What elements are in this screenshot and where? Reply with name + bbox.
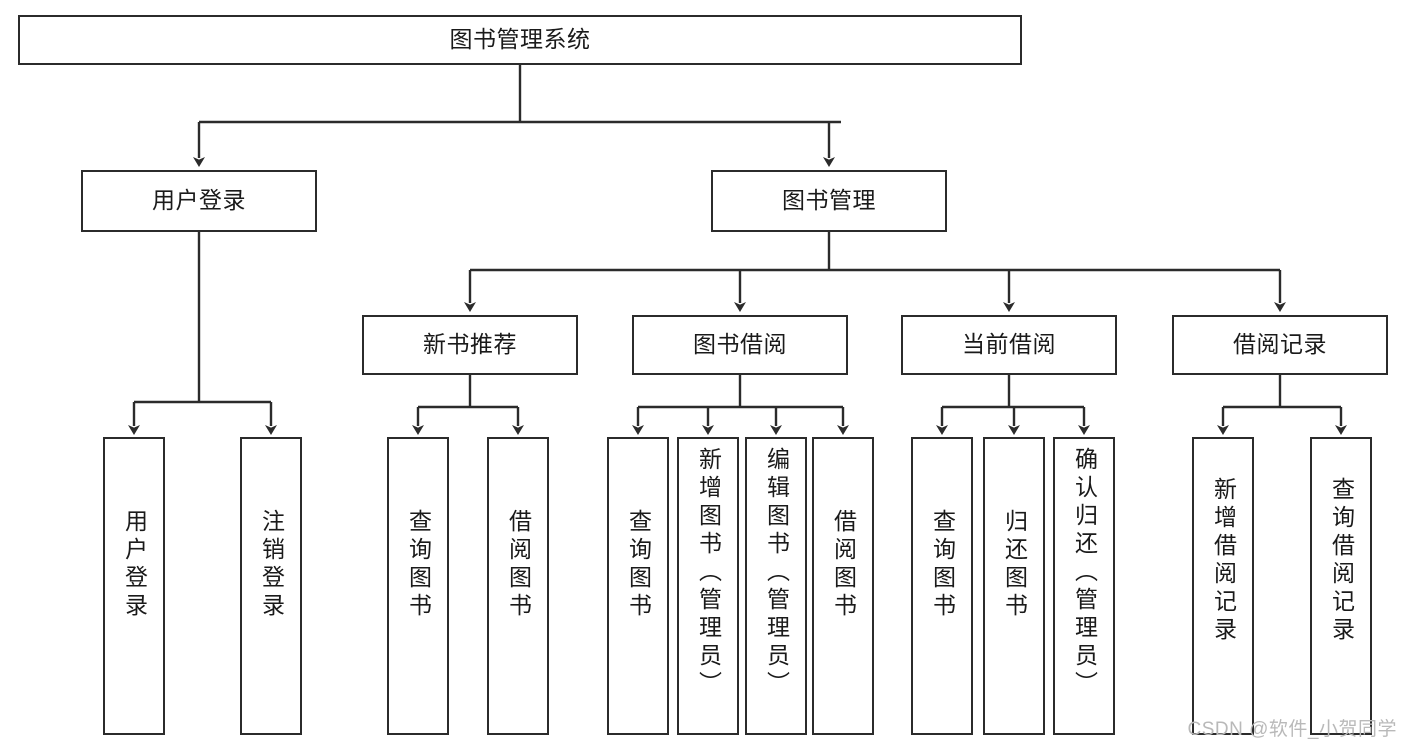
leaf-query-record[interactable]: 查询借阅记录 [1310, 437, 1372, 735]
leaf-user-login-label: 用户登录 [121, 509, 148, 621]
edge-recommend-to-leaves [412, 375, 524, 435]
node-user-login[interactable]: 用户登录 [81, 170, 317, 232]
edge-userlogin-to-leaves [128, 232, 277, 435]
leaf-add-book[interactable]: 新增图书（管理员） [677, 437, 739, 735]
leaf-logout[interactable]: 注销登录 [240, 437, 302, 735]
node-book-borrow[interactable]: 图书借阅 [632, 315, 848, 375]
node-book-manage-label: 图书管理 [782, 187, 876, 214]
node-current-borrow[interactable]: 当前借阅 [901, 315, 1117, 375]
node-book-borrow-label: 图书借阅 [693, 331, 787, 358]
node-new-book-recommend-label: 新书推荐 [423, 331, 517, 358]
leaf-confirm-return-label: 确认归还（管理员） [1071, 447, 1098, 699]
leaf-return-book-label: 归还图书 [1001, 509, 1028, 621]
node-borrow-record[interactable]: 借阅记录 [1172, 315, 1388, 375]
watermark-text: CSDN @软件_小贺同学 [1187, 719, 1397, 740]
node-user-login-label: 用户登录 [152, 187, 246, 214]
leaf-query-book-1-label: 查询图书 [405, 509, 432, 621]
leaf-add-book-label: 新增图书（管理员） [695, 447, 722, 699]
edge-currentborrow-to-leaves [936, 375, 1090, 435]
leaf-query-book-3[interactable]: 查询图书 [911, 437, 973, 735]
leaf-borrow-book-2-label: 借阅图书 [830, 509, 857, 621]
leaf-borrow-book-1-label: 借阅图书 [505, 509, 532, 621]
edge-bookmanage-to-level3 [464, 232, 1286, 312]
leaf-return-book[interactable]: 归还图书 [983, 437, 1045, 735]
leaf-query-record-label: 查询借阅记录 [1328, 477, 1355, 645]
node-root-label: 图书管理系统 [449, 26, 591, 53]
node-book-manage[interactable]: 图书管理 [711, 170, 947, 232]
edge-root-to-level2 [193, 65, 841, 167]
leaf-query-book-3-label: 查询图书 [929, 509, 956, 621]
leaf-add-record-label: 新增借阅记录 [1210, 477, 1237, 645]
edge-bookborrow-to-leaves [632, 375, 849, 435]
leaf-user-login[interactable]: 用户登录 [103, 437, 165, 735]
leaf-add-record[interactable]: 新增借阅记录 [1192, 437, 1254, 735]
leaf-query-book-2[interactable]: 查询图书 [607, 437, 669, 735]
node-root[interactable]: 图书管理系统 [18, 15, 1022, 65]
leaf-edit-book[interactable]: 编辑图书（管理员） [745, 437, 807, 735]
node-borrow-record-label: 借阅记录 [1233, 331, 1327, 358]
leaf-borrow-book-2[interactable]: 借阅图书 [812, 437, 874, 735]
leaf-query-book-1[interactable]: 查询图书 [387, 437, 449, 735]
leaf-logout-label: 注销登录 [258, 509, 285, 621]
leaf-confirm-return[interactable]: 确认归还（管理员） [1053, 437, 1115, 735]
edge-borrowrecord-to-leaves [1217, 375, 1347, 435]
leaf-query-book-2-label: 查询图书 [625, 509, 652, 621]
leaf-edit-book-label: 编辑图书（管理员） [763, 447, 790, 699]
node-current-borrow-label: 当前借阅 [962, 331, 1056, 358]
leaf-borrow-book-1[interactable]: 借阅图书 [487, 437, 549, 735]
node-new-book-recommend[interactable]: 新书推荐 [362, 315, 578, 375]
